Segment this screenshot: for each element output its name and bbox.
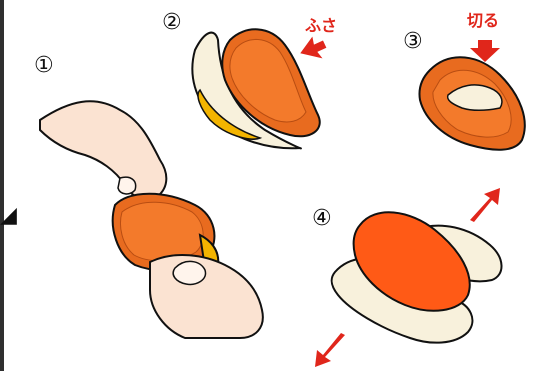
step-1-hands-with-segment bbox=[40, 101, 263, 338]
step-3-segment bbox=[419, 40, 524, 150]
step-4-opened-segment bbox=[315, 188, 502, 367]
step-2-segment bbox=[192, 29, 329, 148]
